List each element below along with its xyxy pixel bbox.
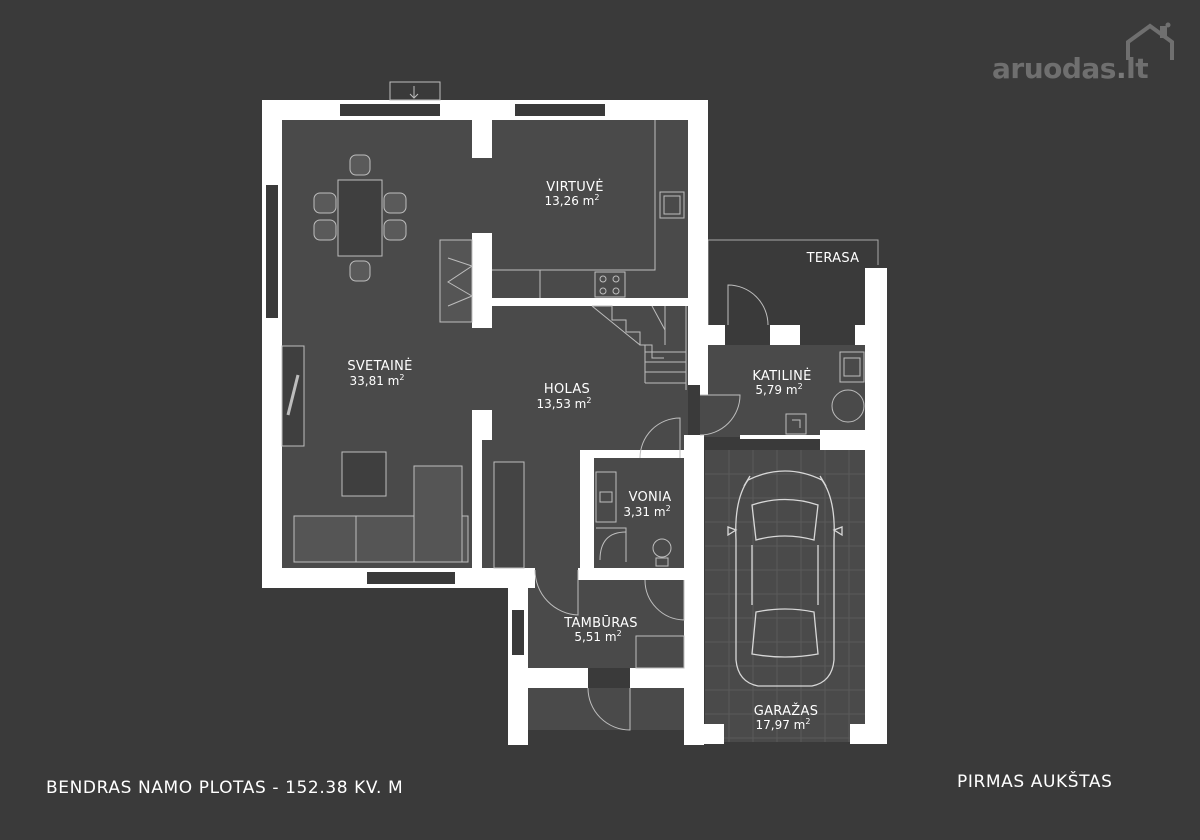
room-tamburas: TAMBŪRAS 5,51 m2 [563,616,638,644]
room-area: 33,81 m [350,374,400,388]
room-name: GARAŽAS [754,703,819,719]
logo-suffix: lt [1126,52,1149,85]
room-area: 3,31 m [623,505,665,519]
svg-text:5,51 m2: 5,51 m2 [574,629,621,644]
room-garazas: GARAŽAS 17,97 m2 [754,703,819,732]
room-name: HOLAS [544,382,590,397]
logo-dot: . [1115,52,1127,85]
floor-katiline [700,345,865,437]
room-vonia: VONIA 3,31 m2 [623,490,671,519]
svg-text:13,53 m2: 13,53 m2 [537,396,592,411]
walls [262,100,887,745]
house-logo-icon [1126,22,1174,60]
svg-text:33,81 m2: 33,81 m2 [350,373,405,388]
svg-text:13,26 m2: 13,26 m2 [545,193,600,208]
room-area: 5,51 m [574,630,616,644]
aruodas-logo[interactable]: aruodas.lt [992,52,1149,85]
room-area: 5,79 m [755,383,797,397]
area-unit-sup: 2 [805,717,810,726]
floor-label: PIRMAS AUKŠTAS [957,772,1113,792]
svg-text:17,97 m2: 17,97 m2 [756,717,811,732]
garage-floor [705,450,865,742]
area-unit-sup: 2 [586,396,591,405]
svg-text:3,31 m2: 3,31 m2 [623,504,670,519]
room-name: SVETAINĖ [347,358,412,374]
area-unit-sup: 2 [399,373,404,382]
car-icon [727,470,843,687]
room-holas: HOLAS 13,53 m2 [537,382,592,411]
floor-tamburas [525,580,690,668]
furniture [281,81,865,731]
room-svetaine: SVETAINĖ 33,81 m2 [347,358,412,388]
room-name: VIRTUVĖ [546,179,603,195]
room-area: 13,26 m [545,194,595,208]
stairs [591,305,687,390]
room-area: 13,53 m [537,397,587,411]
area-unit-sup: 2 [617,629,622,638]
room-virtuve: VIRTUVĖ 13,26 m2 [545,179,604,208]
area-unit-sup: 2 [798,382,803,391]
area-unit-sup: 2 [594,193,599,202]
svg-text:5,79 m2: 5,79 m2 [755,382,802,397]
terrace-label: TERASA [806,251,860,266]
room-area: 17,97 m [756,718,806,732]
total-area-label: BENDRAS NAMO PLOTAS - 152.38 KV. M [46,778,404,798]
area-unit-sup: 2 [666,504,671,513]
room-name: KATILINĖ [752,368,811,384]
room-katiline: KATILINĖ 5,79 m2 [752,368,811,397]
room-labels: VIRTUVĖ 13,26 m2 SVETAINĖ 33,81 m2 HOLAS… [347,179,859,732]
room-name: TAMBŪRAS [563,616,638,631]
room-name: VONIA [629,490,672,505]
logo-name: aruodas [992,52,1116,85]
